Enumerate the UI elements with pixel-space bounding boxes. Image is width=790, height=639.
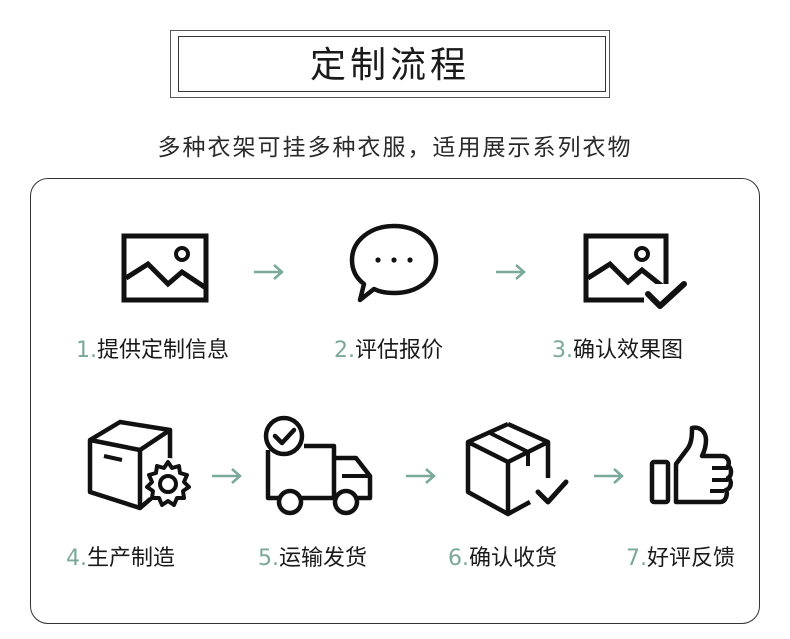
step-number: 3. <box>552 338 573 363</box>
step-number: 1. <box>76 338 97 363</box>
arrow-right-icon <box>404 466 438 490</box>
step-label-6: 6.确认收货 <box>448 540 557 572</box>
subtitle: 多种衣架可挂多种衣服，适用展示系列衣物 <box>157 135 633 161</box>
step-text: 好评反馈 <box>647 546 736 571</box>
step-label-1: 1.提供定制信息 <box>76 332 229 364</box>
box-gear-icon <box>84 416 200 518</box>
delivery-truck-icon <box>258 414 374 520</box>
chat-bubble-icon <box>348 220 440 306</box>
step-number: 6. <box>448 546 469 571</box>
step-label-4: 4.生产制造 <box>66 540 175 572</box>
title-frame-inner <box>178 36 606 92</box>
step-number: 2. <box>334 338 355 363</box>
image-check-icon <box>582 232 688 312</box>
step-label-5: 5.运输发货 <box>258 540 367 572</box>
thumbs-up-icon <box>648 422 734 508</box>
step-text: 确认效果图 <box>573 338 684 363</box>
page-title: 定制流程 <box>309 45 470 86</box>
step-text: 评估报价 <box>355 338 444 363</box>
step-label-2: 2.评估报价 <box>334 332 443 364</box>
box-check-icon <box>464 420 572 520</box>
arrow-right-icon <box>592 466 626 490</box>
step-text: 生产制造 <box>87 546 176 571</box>
image-icon <box>120 232 210 304</box>
step-number: 5. <box>258 546 279 571</box>
arrow-right-icon <box>494 262 528 286</box>
step-label-3: 3.确认效果图 <box>552 332 683 364</box>
step-text: 提供定制信息 <box>97 338 230 363</box>
title-frame-outer <box>170 30 610 98</box>
step-label-7: 7.好评反馈 <box>626 540 735 572</box>
step-number: 4. <box>66 546 87 571</box>
step-text: 运输发货 <box>279 546 368 571</box>
arrow-right-icon <box>210 466 244 490</box>
arrow-right-icon <box>252 262 286 286</box>
step-text: 确认收货 <box>469 546 558 571</box>
step-number: 7. <box>626 546 647 571</box>
process-panel <box>30 178 760 624</box>
